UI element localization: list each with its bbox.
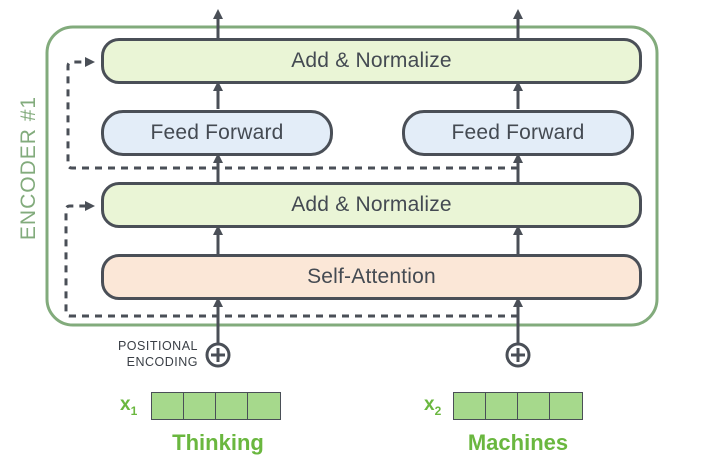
input-symbol-1-base: x: [120, 394, 131, 415]
positional-encoding-line-1: POSITIONAL: [117, 339, 198, 353]
embedding-vector-2: [453, 392, 583, 420]
embedding-cell: [184, 393, 216, 419]
embedding-cell: [152, 393, 184, 419]
positional-encoding-label: POSITIONAL ENCODING: [98, 338, 198, 370]
feed-forward-label-2: Feed Forward: [451, 121, 585, 144]
add-normalize-top-label: Add & Normalize: [291, 49, 452, 72]
encoder-label: ENCODER #1: [17, 95, 40, 241]
feed-forward-block-1: Feed Forward: [101, 110, 333, 156]
input-word-1: Thinking: [172, 430, 264, 455]
embedding-cell: [550, 393, 582, 419]
embedding-cell: [216, 393, 248, 419]
input-word-2: Machines: [467, 430, 569, 455]
self-attention-block: Self-Attention: [101, 254, 642, 300]
positional-encoding-line-2: ENCODING: [126, 355, 198, 369]
embedding-cell: [486, 393, 518, 419]
positional-encoding-plus-icon-2: [505, 342, 531, 368]
input-symbol-2: x2: [424, 394, 441, 418]
add-normalize-bottom-label: Add & Normalize: [291, 193, 452, 216]
self-attention-label: Self-Attention: [307, 265, 436, 288]
add-normalize-top-block: Add & Normalize: [101, 38, 642, 84]
input-symbol-1: x1: [120, 394, 137, 418]
encoder-frame: [45, 25, 659, 327]
input-symbol-2-subscript: 2: [434, 403, 442, 418]
add-normalize-bottom-block: Add & Normalize: [101, 182, 642, 228]
embedding-vector-1: [151, 392, 281, 420]
embedding-cell: [518, 393, 550, 419]
residual-connection-top: [66, 57, 518, 170]
positional-encoding-plus-icon-1: [205, 342, 231, 368]
feed-forward-label-1: Feed Forward: [150, 121, 284, 144]
input-symbol-2-base: x: [424, 394, 435, 415]
embedding-cell: [454, 393, 486, 419]
input-symbol-1-subscript: 1: [130, 403, 138, 418]
residual-connection-bottom: [64, 201, 518, 318]
feed-forward-block-2: Feed Forward: [402, 110, 634, 156]
embedding-cell: [248, 393, 280, 419]
